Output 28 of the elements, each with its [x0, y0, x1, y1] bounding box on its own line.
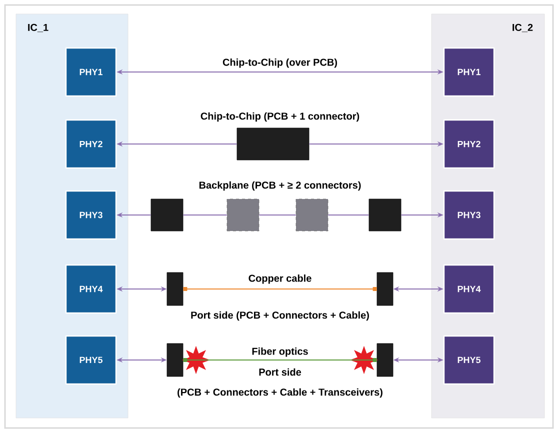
edge-label: Chip-to-Chip (over PCB): [222, 58, 337, 68]
arrow: [183, 358, 377, 362]
phy-box: PHY1: [443, 47, 495, 97]
phy-box: PHY2: [65, 119, 117, 169]
phy-box: PHY3: [65, 190, 117, 240]
arrow: [183, 287, 377, 291]
phy-box: PHY4: [65, 264, 117, 314]
connector-block: [150, 198, 184, 232]
connector-block: [368, 198, 402, 232]
connector-block: [166, 272, 184, 306]
connector-block: [236, 128, 310, 160]
phy-box: PHY5: [65, 335, 117, 385]
phy-box: PHY3: [443, 190, 495, 240]
phy-box: PHY1: [65, 47, 117, 97]
phy-box: PHY4: [443, 264, 495, 314]
phy-box: PHY2: [443, 119, 495, 169]
caption: Port side (PCB + Connectors + Cable): [191, 311, 369, 321]
caption: (PCB + Connectors + Cable + Transceivers): [178, 388, 382, 398]
phy-box: PHY5: [443, 335, 495, 385]
caption: Port side: [259, 368, 302, 376]
edge-label: Copper cable: [248, 274, 312, 284]
connector-block: [226, 198, 260, 232]
connector-block: [166, 343, 184, 377]
caption: Backplane (PCB + ≥ 2 connectors): [199, 181, 361, 191]
connector-block: [296, 198, 328, 232]
connector-block: [376, 343, 394, 377]
edge-label: Fiber optics: [252, 347, 308, 357]
connector-block: [376, 272, 394, 306]
